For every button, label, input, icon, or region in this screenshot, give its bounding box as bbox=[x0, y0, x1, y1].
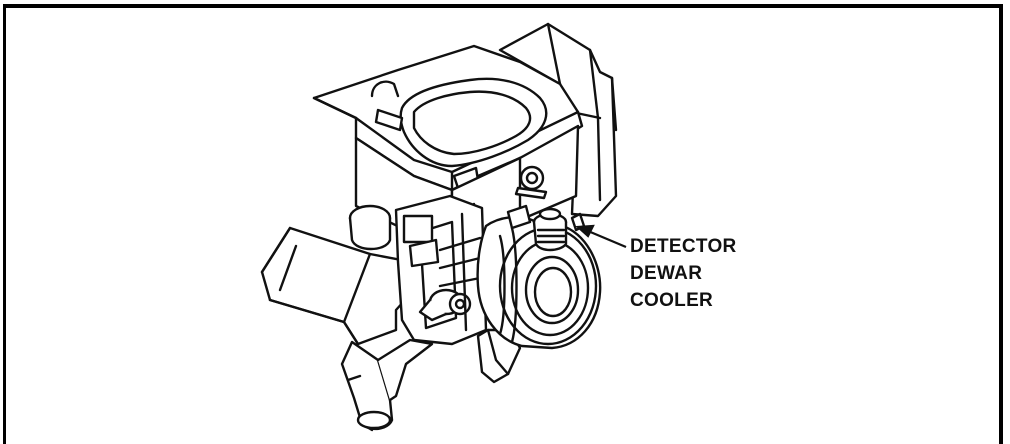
figure-frame bbox=[3, 4, 1003, 444]
callout-line-dewar: DEWAR bbox=[630, 263, 703, 284]
mechanism-panel bbox=[394, 194, 488, 346]
arrow-left-icon bbox=[575, 224, 627, 249]
lower-arm bbox=[340, 338, 434, 432]
callout-line-detector: DETECTOR bbox=[630, 236, 737, 257]
dewar-cooler-cylinder bbox=[476, 207, 602, 350]
callout-label: DETECTOR DEWAR COOLER bbox=[630, 233, 737, 314]
lower-housing bbox=[476, 328, 522, 384]
left-lens-box bbox=[260, 204, 416, 346]
callout-line-cooler: COOLER bbox=[630, 290, 714, 311]
